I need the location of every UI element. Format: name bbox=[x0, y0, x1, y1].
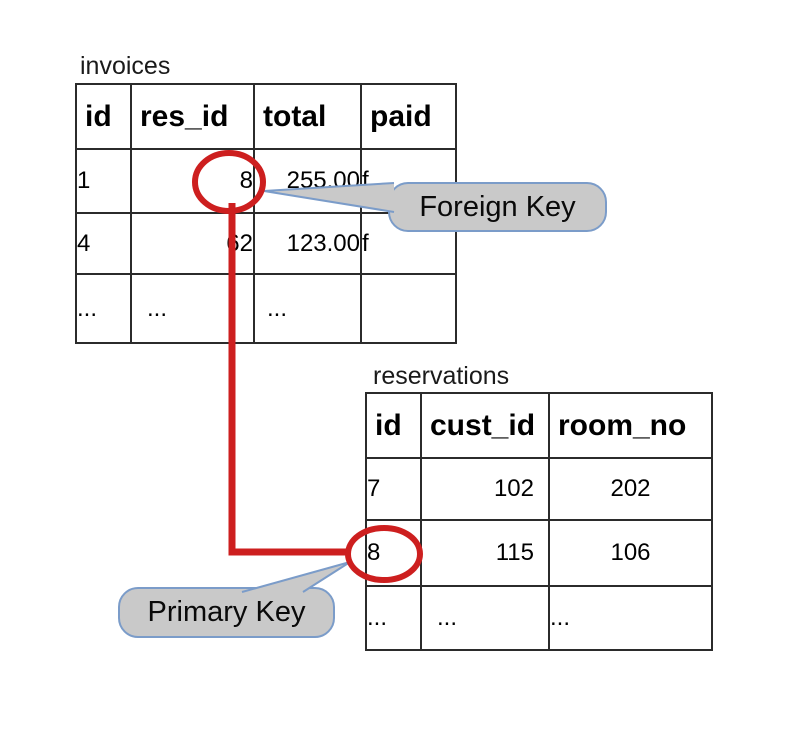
table-cell: ... bbox=[253, 273, 362, 344]
table-cell: 115 bbox=[420, 519, 550, 587]
foreign-key-callout: Foreign Key bbox=[388, 182, 607, 232]
invoices-header-row: id res_id total paid bbox=[75, 83, 457, 150]
invoices-header-paid: paid bbox=[360, 83, 457, 150]
table-cell: ... bbox=[75, 273, 132, 344]
invoices-header-id: id bbox=[75, 83, 132, 150]
reservations-table-title: reservations bbox=[373, 362, 510, 390]
invoices-header-total: total bbox=[253, 83, 362, 150]
table-cell: ... bbox=[365, 585, 422, 651]
reservations-table: id cust_id room_no 7 102 202 8 115 106 .… bbox=[365, 392, 713, 651]
table-cell: 106 bbox=[548, 519, 713, 587]
foreign-key-callout-label: Foreign Key bbox=[419, 190, 576, 223]
invoices-fk-value-cell: 8 bbox=[130, 148, 255, 214]
table-cell: 102 bbox=[420, 457, 550, 521]
reservations-pk-value-cell: 8 bbox=[365, 519, 422, 587]
table-cell: 7 bbox=[365, 457, 422, 521]
invoices-header-res-id: res_id bbox=[130, 83, 255, 150]
table-cell: 255.00 bbox=[253, 148, 362, 214]
table-row: 7 102 202 bbox=[365, 457, 713, 521]
table-cell bbox=[360, 273, 457, 344]
invoices-table-title: invoices bbox=[80, 52, 171, 80]
table-cell: 62 bbox=[130, 212, 255, 275]
primary-key-callout: Primary Key bbox=[118, 587, 335, 638]
table-cell: ... bbox=[420, 585, 550, 651]
primary-key-callout-label: Primary Key bbox=[147, 596, 306, 628]
table-cell: ... bbox=[130, 273, 255, 344]
reservations-header-room-no: room_no bbox=[548, 392, 713, 459]
table-cell: 1 bbox=[75, 148, 132, 214]
reservations-header-cust-id: cust_id bbox=[420, 392, 550, 459]
table-row: 8 115 106 bbox=[365, 519, 713, 587]
table-row: ... ... ... bbox=[365, 585, 713, 651]
reservations-header-row: id cust_id room_no bbox=[365, 392, 713, 459]
table-cell: ... bbox=[548, 585, 713, 651]
table-cell: 4 bbox=[75, 212, 132, 275]
table-cell: 202 bbox=[548, 457, 713, 521]
table-cell: 123.00 bbox=[253, 212, 362, 275]
table-row: ... ... ... bbox=[75, 273, 457, 344]
reservations-header-id: id bbox=[365, 392, 422, 459]
